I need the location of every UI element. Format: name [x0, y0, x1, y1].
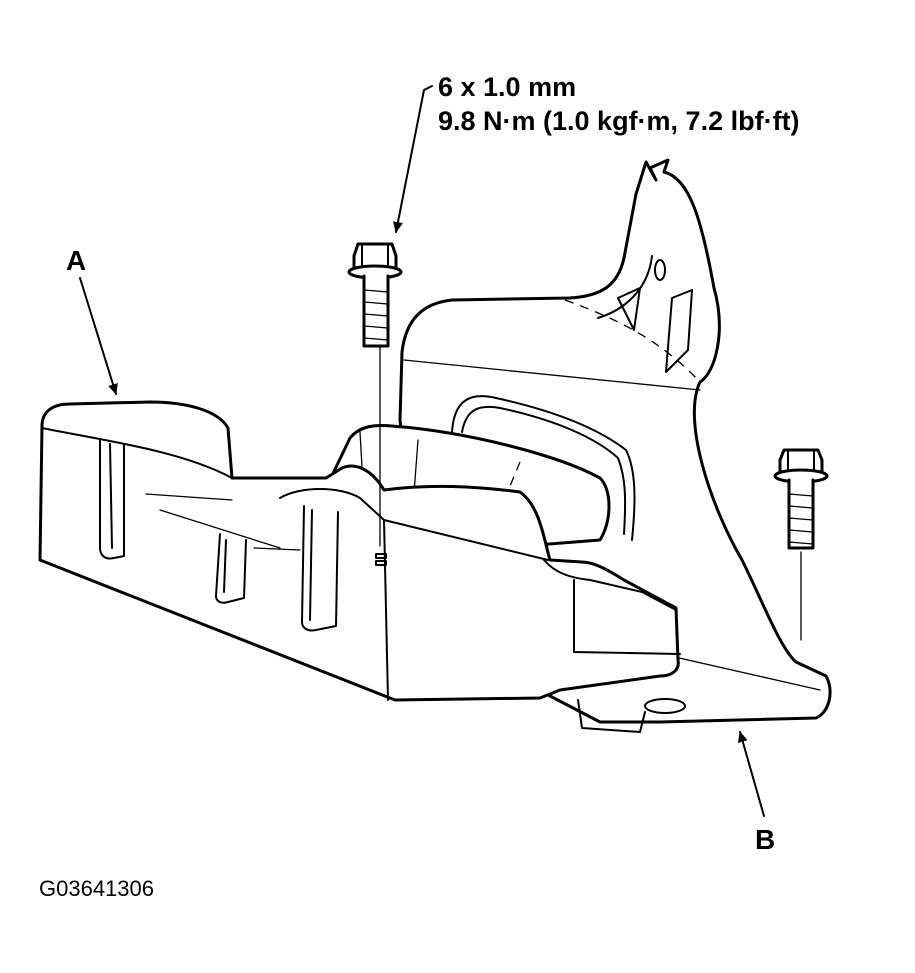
bolt-icon — [347, 242, 403, 348]
leader-arrow-icon — [393, 85, 433, 233]
bolt-icon — [773, 448, 829, 550]
leader-arrow-icon — [79, 277, 118, 395]
cover-slots — [99, 439, 387, 632]
part-label-a: A — [66, 245, 87, 276]
leader-arrow-icon — [737, 731, 765, 817]
mount-frame — [451, 395, 636, 541]
part-label-b: B — [755, 824, 776, 855]
figure-id: G03641306 — [39, 876, 154, 901]
bolt-size-label: 6 x 1.0 mm — [438, 72, 577, 102]
cover-a — [38, 400, 680, 702]
torque-spec-label: 9.8 N·m (1.0 kgf·m, 7.2 lbf·ft) — [438, 106, 800, 136]
